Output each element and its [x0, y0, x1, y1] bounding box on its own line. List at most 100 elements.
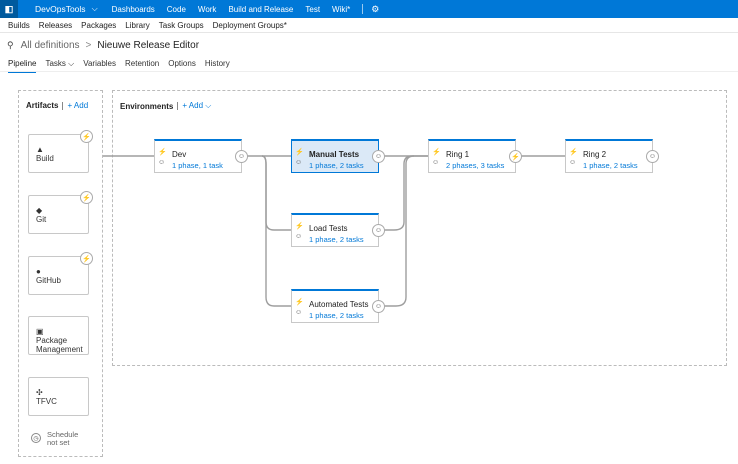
- schedule-label: Schedule not set: [47, 430, 79, 447]
- add-artifact-button[interactable]: + Add: [67, 101, 89, 110]
- add-environment-label: + Add: [182, 101, 204, 110]
- gear-icon[interactable]: ⚙: [371, 3, 380, 14]
- git-icon: ◆: [36, 206, 43, 215]
- breadcrumb-separator: >: [85, 40, 92, 51]
- subnav-library[interactable]: Library: [125, 20, 150, 30]
- schedule-trigger[interactable]: ◷ Schedule not set: [31, 431, 83, 447]
- artifact-label: Build: [36, 154, 54, 163]
- trigger-icon[interactable]: ⚡: [80, 191, 93, 204]
- artifact-tfvc[interactable]: ✣ TFVC: [28, 377, 89, 416]
- environments-header: Environments + Add ⌵: [120, 101, 211, 111]
- environment-summary-link[interactable]: 1 phase, 1 task: [172, 161, 223, 170]
- tab-variables[interactable]: Variables: [83, 59, 116, 68]
- connector-load-ring1: [378, 155, 428, 231]
- pre-deployment-conditions-icon[interactable]: ⚡☺: [295, 299, 304, 316]
- artifact-label: Package Management: [36, 336, 83, 354]
- tab-tasks[interactable]: Tasks ⌵: [45, 59, 74, 73]
- tabs-divider: [0, 71, 738, 72]
- tab-tasks-label: Tasks: [45, 59, 66, 68]
- github-icon: ●: [36, 267, 41, 276]
- vsts-logo-icon[interactable]: ◧: [0, 0, 18, 18]
- artifact-label: GitHub: [36, 276, 61, 285]
- header-divider: [177, 102, 179, 110]
- add-environment-button[interactable]: + Add ⌵: [182, 101, 211, 111]
- environment-dev[interactable]: ⚡☺ Dev 1 phase, 1 task ☺: [154, 139, 248, 173]
- artifact-label: TFVC: [36, 397, 57, 406]
- build-icon: ▲: [36, 145, 44, 154]
- chevron-down-icon[interactable]: ⌵: [91, 4, 98, 13]
- trigger-icon[interactable]: ⚡: [80, 130, 93, 143]
- pre-deployment-conditions-icon[interactable]: ⚡☺: [569, 149, 578, 166]
- subnav-task-groups[interactable]: Task Groups: [158, 20, 204, 30]
- connector-automated-ring1: [378, 155, 415, 307]
- sub-nav: Builds Releases Packages Library Task Gr…: [0, 18, 738, 33]
- tab-options[interactable]: Options: [168, 59, 196, 68]
- environment-name: Ring 2: [583, 150, 607, 159]
- environment-summary-link[interactable]: 1 phase, 2 tasks: [309, 161, 364, 170]
- trigger-icon[interactable]: ⚡: [80, 252, 93, 265]
- environments-title: Environments: [120, 101, 174, 111]
- package-icon: ▣: [36, 327, 44, 336]
- subnav-builds[interactable]: Builds: [8, 20, 30, 30]
- tab-history[interactable]: History: [204, 59, 230, 68]
- environment-name: Dev: [172, 150, 187, 159]
- environment-manual-tests[interactable]: ⚡☺ Manual Tests 1 phase, 2 tasks ☺: [291, 139, 385, 173]
- post-deployment-approver-icon[interactable]: ⚡: [509, 150, 522, 163]
- artifacts-panel: Artifacts + Add ▲ Build ⚡ ◆ Git ⚡ ● GitH…: [18, 90, 103, 457]
- nav-work[interactable]: Work: [197, 4, 217, 14]
- artifact-package-management[interactable]: ▣ Package Management: [28, 316, 89, 355]
- chevron-down-icon: ⌵: [68, 59, 75, 68]
- artifact-build[interactable]: ▲ Build ⚡: [28, 130, 93, 173]
- environment-automated-tests[interactable]: ⚡☺ Automated Tests 1 phase, 2 tasks ☺: [291, 289, 385, 323]
- page-title[interactable]: Nieuwe Release Editor: [97, 40, 200, 51]
- nav-dashboards[interactable]: Dashboards: [111, 4, 155, 14]
- post-deployment-approver-icon[interactable]: ☺: [646, 150, 659, 163]
- subnav-deployment-groups[interactable]: Deployment Groups*: [212, 20, 287, 30]
- top-nav: Dashboards Code Work Build and Release T…: [112, 5, 363, 14]
- nav-code[interactable]: Code: [166, 4, 186, 14]
- environment-summary-link[interactable]: 1 phase, 2 tasks: [583, 161, 638, 170]
- tab-pipeline[interactable]: Pipeline: [8, 59, 37, 73]
- environment-summary-link[interactable]: 2 phases, 3 tasks: [446, 161, 505, 170]
- pre-deployment-conditions-icon[interactable]: ⚡☺: [295, 149, 304, 166]
- subnav-packages[interactable]: Packages: [81, 20, 117, 30]
- nav-wiki[interactable]: Wiki*: [332, 4, 351, 14]
- artifacts-title: Artifacts: [26, 101, 59, 110]
- environment-name: Automated Tests: [309, 300, 369, 309]
- editor-tabs: Pipeline Tasks ⌵ Variables Retention Opt…: [8, 59, 239, 73]
- environments-panel: Environments + Add ⌵: [112, 90, 727, 366]
- artifact-git[interactable]: ◆ Git ⚡: [28, 191, 93, 234]
- environment-ring-1[interactable]: ⚡☺ Ring 1 2 phases, 3 tasks ⚡: [428, 139, 522, 173]
- post-deployment-approver-icon[interactable]: ☺: [235, 150, 248, 163]
- environment-name: Ring 1: [446, 150, 470, 159]
- pre-deployment-conditions-icon[interactable]: ⚡☺: [158, 149, 167, 166]
- environment-summary-link[interactable]: 1 phase, 2 tasks: [309, 235, 364, 244]
- header-divider: [62, 101, 64, 110]
- connector-dev-automated: [261, 155, 291, 307]
- nav-test[interactable]: Test: [305, 4, 321, 14]
- environment-summary-link[interactable]: 1 phase, 2 tasks: [309, 311, 364, 320]
- chevron-down-icon: ⌵: [205, 101, 212, 110]
- post-deployment-approver-icon[interactable]: ☺: [372, 224, 385, 237]
- release-definition-icon: ⚲: [7, 40, 14, 50]
- pre-deployment-conditions-icon[interactable]: ⚡☺: [295, 223, 304, 240]
- nav-divider: [362, 4, 364, 14]
- artifacts-header: Artifacts + Add: [26, 101, 88, 110]
- post-deployment-approver-icon[interactable]: ☺: [372, 300, 385, 313]
- nav-build-and-release[interactable]: Build and Release: [228, 4, 294, 14]
- artifact-github[interactable]: ● GitHub ⚡: [28, 252, 93, 295]
- pre-deployment-conditions-icon[interactable]: ⚡☺: [432, 149, 441, 166]
- clock-icon: ◷: [31, 433, 41, 443]
- tfvc-icon: ✣: [36, 388, 43, 397]
- top-bar: ◧ DevOpsTools ⌵ Dashboards Code Work Bui…: [0, 0, 738, 18]
- breadcrumb-all-definitions[interactable]: All definitions: [20, 40, 80, 51]
- tab-retention[interactable]: Retention: [125, 59, 160, 68]
- breadcrumb: ⚲ All definitions > Nieuwe Release Edito…: [7, 40, 199, 51]
- environment-load-tests[interactable]: ⚡☺ Load Tests 1 phase, 2 tasks ☺: [291, 213, 385, 247]
- post-deployment-approver-icon[interactable]: ☺: [372, 150, 385, 163]
- subnav-releases[interactable]: Releases: [38, 20, 73, 30]
- environment-ring-2[interactable]: ⚡☺ Ring 2 1 phase, 2 tasks ☺: [565, 139, 659, 173]
- project-name[interactable]: DevOpsTools: [35, 4, 86, 14]
- artifact-label: Git: [36, 215, 47, 224]
